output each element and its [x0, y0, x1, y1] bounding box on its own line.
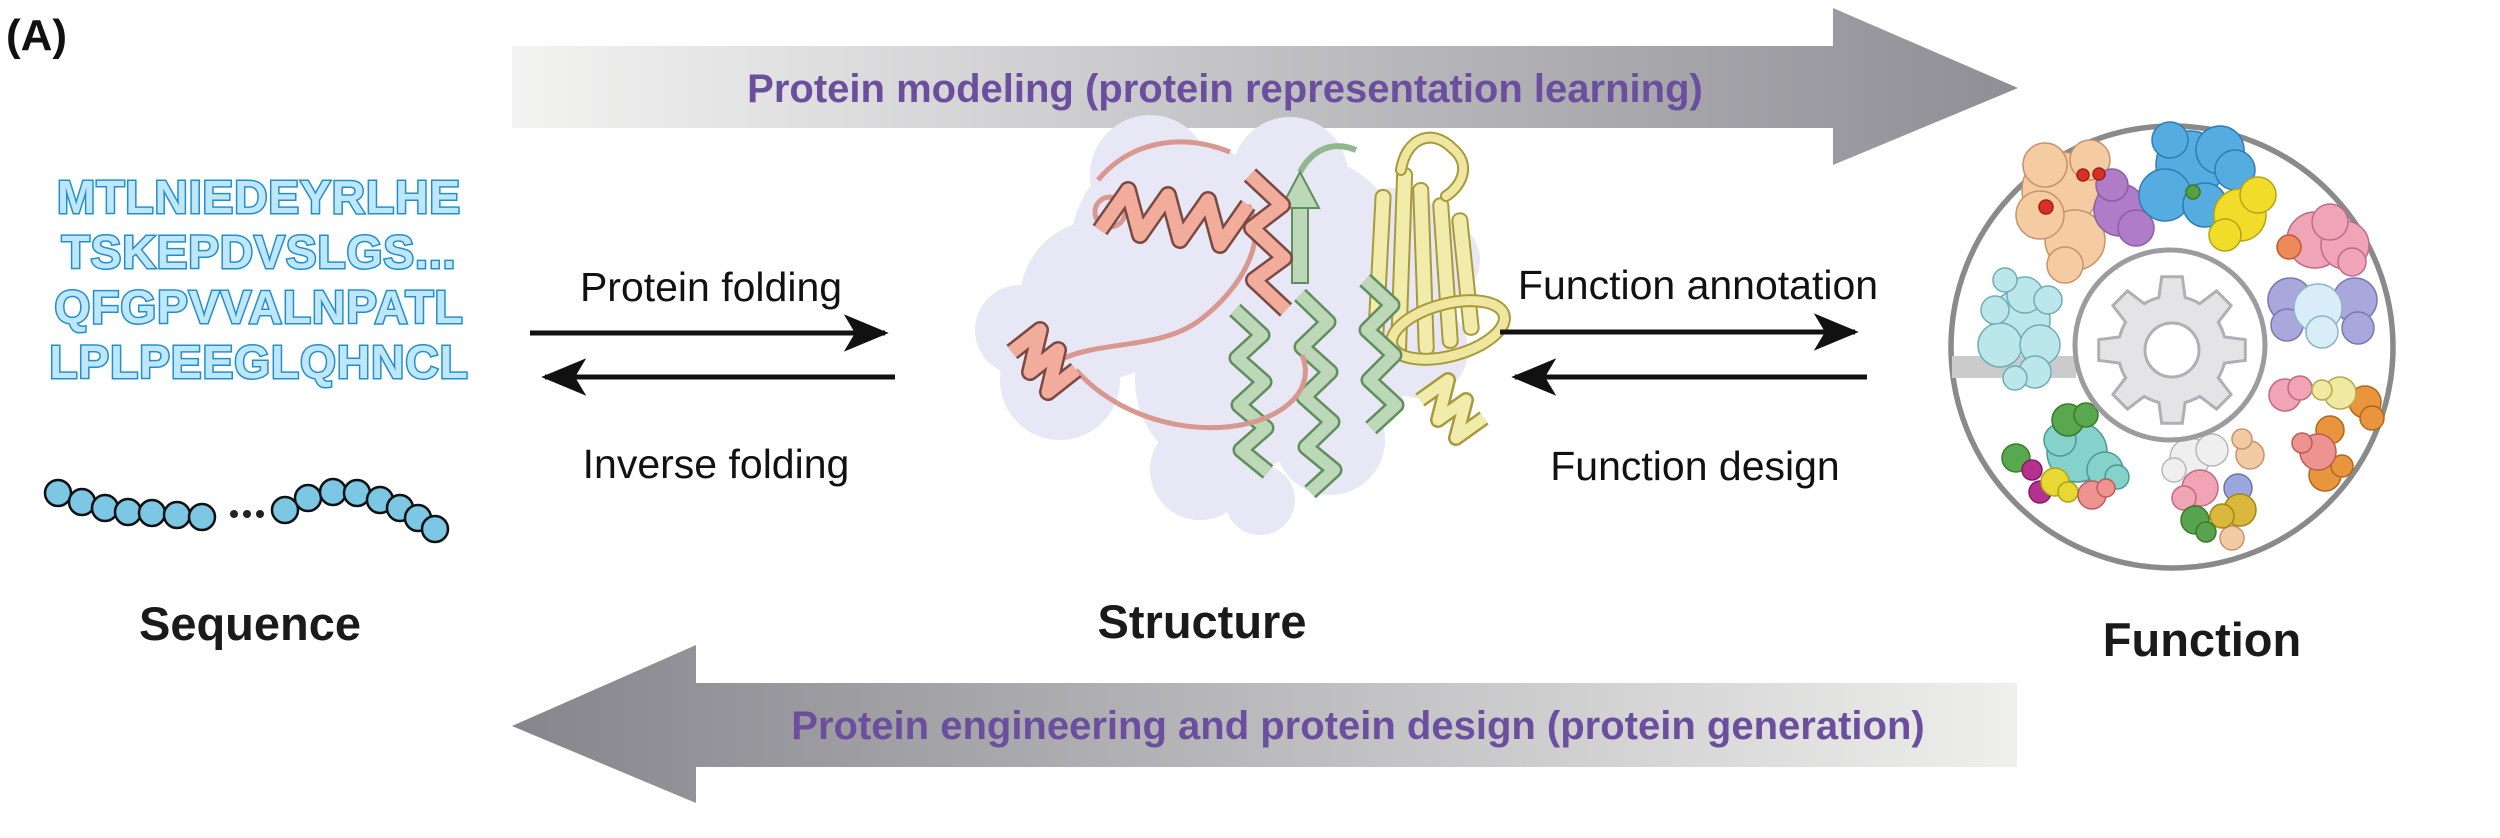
bottom-banner-label: Protein engineering and protein design (…	[791, 704, 1924, 748]
structure-illustration	[975, 115, 1511, 535]
structure-label: Structure	[1098, 595, 1307, 648]
sequence-label: Sequence	[139, 597, 361, 650]
sequence-line-4: LPLPEEGLQHNCL	[49, 336, 468, 388]
panel-label: (A)	[6, 11, 67, 60]
seq-struct-arrows	[530, 314, 895, 396]
blob-multicolor-bottom	[2161, 428, 2265, 551]
blob-blue-yellow	[2138, 121, 2277, 252]
blob-orange-salmon	[2268, 375, 2385, 492]
top-banner-label: Protein modeling (protein representation…	[747, 67, 1703, 111]
function-design-label: Function design	[1550, 443, 1839, 489]
bead-chain-ellipsis	[230, 510, 264, 518]
sequence-line-2: TSKEPDVSLGS...	[62, 226, 457, 278]
top-banner-arrow	[512, 8, 2018, 165]
sequence-line-1: MTLNIEDEYRLHE	[57, 171, 461, 223]
function-label: Function	[2103, 613, 2301, 666]
structure-green-domain	[1228, 143, 1405, 499]
blob-pink-orange	[2276, 203, 2370, 277]
gear-icon	[2097, 275, 2247, 425]
sequence-text: MTLNIEDEYRLHE TSKEPDVSLGS... QFGPVVALNPA…	[48, 170, 469, 390]
blob-cyan-receptor	[1977, 267, 2063, 391]
protein-folding-label: Protein folding	[580, 264, 842, 310]
sequence-line-3: QFGPVVALNPATL	[54, 281, 463, 333]
bottom-banner-arrow	[512, 645, 2017, 803]
function-annotation-label: Function annotation	[1518, 262, 1878, 308]
function-illustration	[1948, 121, 2396, 571]
bead-chain-icon	[43, 477, 450, 544]
structure-pink-domain	[1006, 139, 1308, 431]
blob-periwinkle	[2267, 277, 2378, 349]
inverse-folding-label: Inverse folding	[583, 441, 850, 487]
blob-peach-purple	[2015, 139, 2155, 284]
struct-func-arrows	[1500, 313, 1867, 396]
protein-blobs	[1977, 121, 2385, 551]
blob-teal-multicolor	[2001, 402, 2130, 510]
